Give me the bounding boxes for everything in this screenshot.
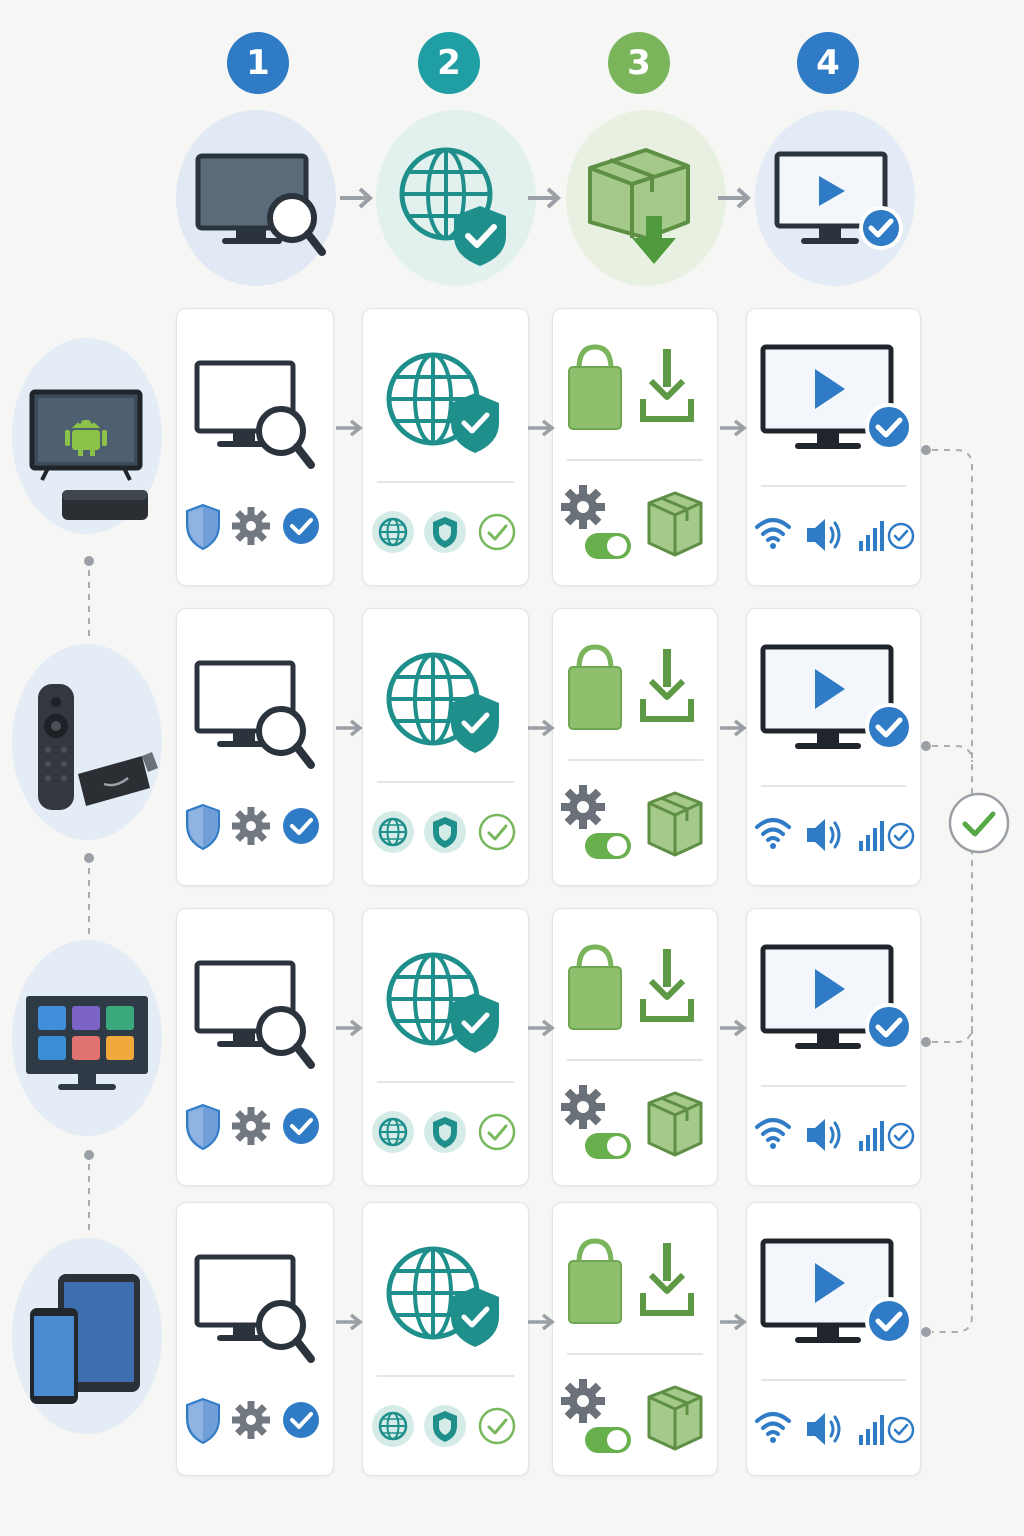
check-circle-icon	[948, 792, 1010, 854]
globe-shield-icon	[381, 945, 511, 1065]
card-row3-step2	[362, 908, 529, 1186]
card-divider	[377, 781, 514, 783]
gear-toggle-package-icons	[553, 777, 703, 877]
globe-shield-check-icons	[371, 807, 521, 857]
card-divider	[567, 1059, 703, 1061]
header-arrow-3	[718, 187, 751, 209]
tv-play-check-icon	[751, 933, 911, 1063]
row2-arrow-2	[526, 716, 556, 740]
row3-arrow-1	[334, 1016, 364, 1040]
row1-arrow-2	[526, 416, 556, 440]
card-divider	[567, 759, 703, 761]
card-row1-step3	[552, 308, 718, 586]
tv-search-icon	[189, 653, 319, 773]
gear-toggle-package-icons	[553, 1077, 703, 1177]
globe-shield-check-icons	[371, 507, 521, 557]
wifi-volume-signal-check-icons	[749, 1109, 919, 1159]
bag-download-icons	[559, 643, 709, 743]
header-arrow-2	[528, 187, 561, 209]
step-badge-3: 3	[608, 32, 670, 94]
package-download-icon	[588, 148, 690, 264]
tv-search-icon	[189, 1247, 319, 1367]
device-connector-line	[84, 556, 94, 1230]
header-arrow-1	[340, 187, 373, 209]
card-row4-step3	[552, 1202, 718, 1476]
tv-search-icon	[189, 953, 319, 1073]
bag-download-icons	[559, 343, 709, 443]
card-divider	[761, 485, 906, 487]
card-row3-step4	[746, 908, 921, 1186]
gear-toggle-package-icons	[553, 477, 703, 577]
card-row1-step1	[176, 308, 334, 586]
card-divider	[377, 1375, 514, 1377]
tv-play-check-icon	[751, 1227, 911, 1357]
card-row4-step4	[746, 1202, 921, 1476]
device-fire-tv-stick	[12, 644, 162, 840]
step-2-halo	[376, 110, 536, 286]
step-badge-4: 4	[797, 32, 859, 94]
card-row4-step2	[362, 1202, 529, 1476]
gear-toggle-package-icons	[553, 1371, 703, 1471]
device-android-tv-box	[12, 338, 162, 534]
shield-gear-check-icons	[185, 501, 325, 551]
globe-shield-check-icons	[371, 1401, 521, 1451]
card-row1-step2	[362, 308, 529, 586]
shield-gear-check-icons	[185, 1101, 325, 1151]
card-divider	[761, 1085, 906, 1087]
row3-arrow-3	[718, 1016, 748, 1040]
smart-tv-apps-icon	[26, 996, 148, 1090]
row1-arrow-1	[334, 416, 364, 440]
row4-arrow-2	[526, 1310, 556, 1334]
bag-download-icons	[559, 1237, 709, 1337]
wifi-volume-signal-check-icons	[749, 509, 919, 559]
step-badge-1: 1	[227, 32, 289, 94]
wifi-volume-signal-check-icons	[749, 809, 919, 859]
device-smart-tv	[12, 940, 162, 1136]
tv-play-check-icon	[751, 333, 911, 463]
completion-bracket	[921, 445, 973, 1337]
card-divider	[761, 1379, 906, 1381]
tv-play-check-icon	[774, 151, 903, 250]
row1-arrow-3	[718, 416, 748, 440]
card-row3-step1	[176, 908, 334, 1186]
step-3-halo	[566, 110, 726, 286]
globe-shield-icon	[399, 147, 506, 266]
tv-search-icon	[195, 153, 326, 256]
globe-shield-check-icons	[371, 1107, 521, 1157]
row4-arrow-3	[718, 1310, 748, 1334]
row2-arrow-3	[718, 716, 748, 740]
step-1-halo	[176, 110, 336, 286]
phone-tablet-icon	[30, 1274, 140, 1404]
row3-arrow-2	[526, 1016, 556, 1040]
tv-search-icon	[189, 353, 319, 473]
card-row2-step1	[176, 608, 334, 886]
globe-shield-icon	[381, 345, 511, 465]
card-row1-step4	[746, 308, 921, 586]
card-divider	[567, 1353, 703, 1355]
globe-shield-icon	[381, 1239, 511, 1359]
device-phone-tablet	[12, 1238, 162, 1434]
row4-arrow-1	[334, 1310, 364, 1334]
card-divider	[761, 785, 906, 787]
tv-play-check-icon	[751, 633, 911, 763]
step-4-halo	[755, 110, 915, 286]
card-divider	[567, 459, 703, 461]
card-row4-step1	[176, 1202, 334, 1476]
card-divider	[377, 481, 514, 483]
shield-gear-check-icons	[185, 801, 325, 851]
card-row2-step2	[362, 608, 529, 886]
wifi-volume-signal-check-icons	[749, 1403, 919, 1453]
bag-download-icons	[559, 943, 709, 1043]
globe-shield-icon	[381, 645, 511, 765]
fire-stick-remote-icon	[38, 684, 158, 810]
card-row2-step4	[746, 608, 921, 886]
android-tv-icon	[29, 389, 148, 520]
card-row2-step3	[552, 608, 718, 886]
card-divider	[377, 1081, 514, 1083]
step-badge-2: 2	[418, 32, 480, 94]
row2-arrow-1	[334, 716, 364, 740]
shield-gear-check-icons	[185, 1395, 325, 1445]
card-row3-step3	[552, 908, 718, 1186]
